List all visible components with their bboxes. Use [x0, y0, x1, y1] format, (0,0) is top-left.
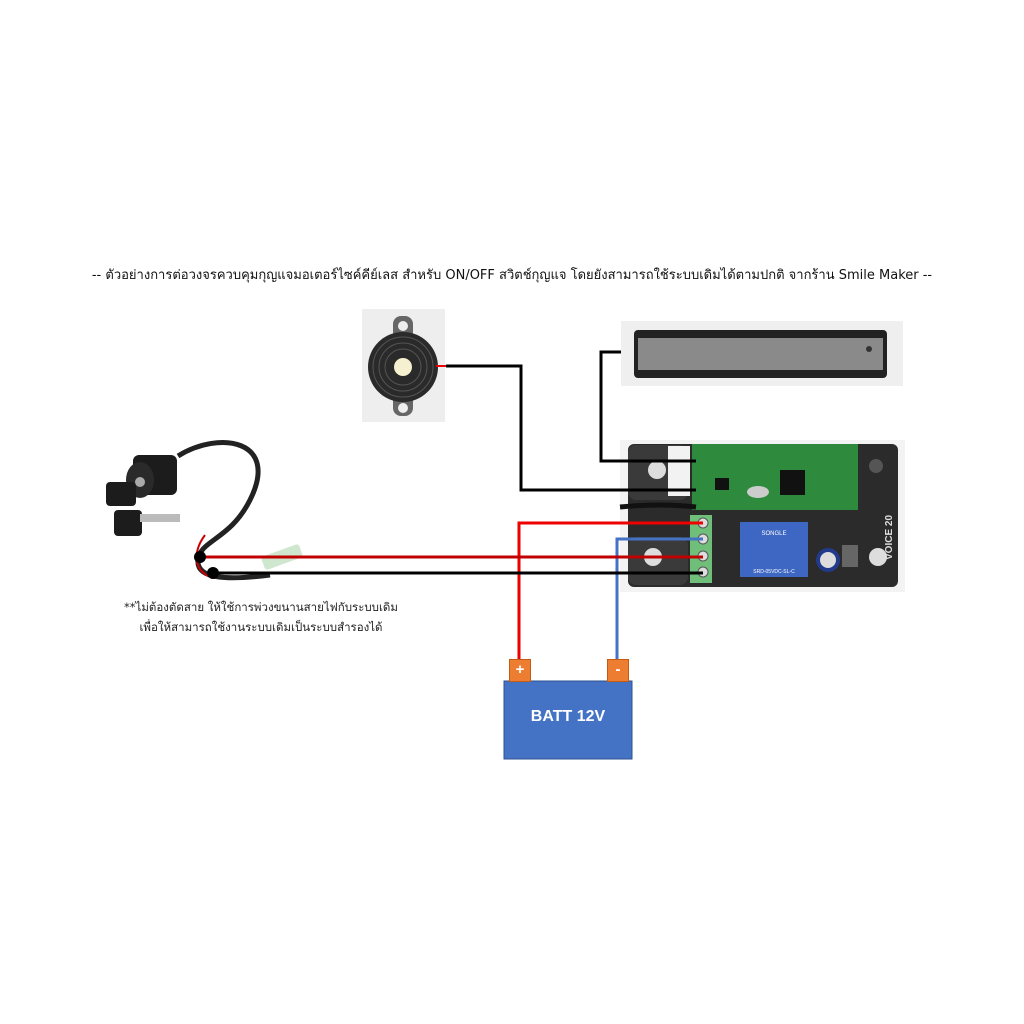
buzzer	[362, 309, 446, 422]
relay-brand: SONGLE	[761, 531, 786, 537]
antenna-receiver	[621, 321, 903, 386]
wire-antenna-black	[599, 350, 696, 463]
wire-buzzer-black	[446, 364, 696, 492]
relay-model: SRD-05VDC-SL-C	[753, 569, 795, 575]
wire-batt-negative-blue	[615, 537, 703, 665]
board-model-label: VOICE 20	[884, 515, 895, 560]
note-line-2: เพื่อให้สามารถใช้งานระบบเดิมเป็นระบบสำรอ…	[139, 620, 383, 634]
battery-positive-terminal: +	[509, 659, 531, 682]
battery-body	[503, 680, 633, 760]
wires	[194, 350, 703, 665]
note-line-1: **ไม่ต้องตัดสาย ให้ใช้การพ่วงขนานสายไฟกั…	[124, 600, 398, 614]
wiring-note: **ไม่ต้องตัดสาย ให้ใช้การพ่วงขนานสายไฟกั…	[96, 597, 426, 637]
wire-batt-positive-red	[517, 521, 703, 665]
splice-point-red	[194, 551, 206, 563]
diagram-title: -- ตัวอย่างการต่อวงจรควบคุมกุญแจมอเตอร์ไ…	[91, 268, 933, 283]
control-board: SONGLE SRD-05VDC-SL-C VOICE 20	[619, 440, 905, 592]
battery-negative-terminal: -	[607, 659, 629, 682]
battery-label: BATT 12V	[530, 708, 606, 725]
splice-point-black	[207, 567, 219, 579]
